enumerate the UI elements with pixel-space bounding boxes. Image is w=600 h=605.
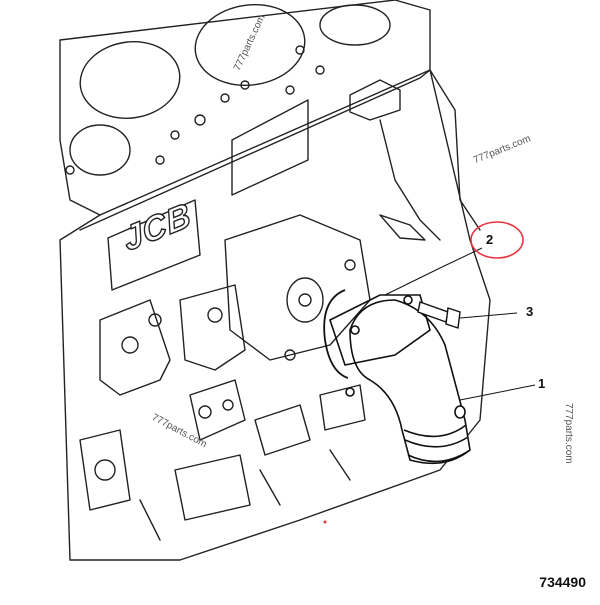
jcb-logo-plate xyxy=(107,199,201,291)
gasket-ring xyxy=(323,289,349,379)
callout-2: 2 xyxy=(486,232,494,247)
outlet-elbow xyxy=(329,294,471,465)
deck-edge xyxy=(79,69,431,231)
callout-3: 3 xyxy=(526,304,534,319)
cylinder-bore-2 xyxy=(194,3,306,87)
block-side-wall xyxy=(59,69,491,561)
leader-line-3 xyxy=(459,312,518,319)
watermark-4: 777parts.com xyxy=(563,403,574,464)
flange-bolt xyxy=(417,301,461,329)
callout-1: 1 xyxy=(538,376,546,391)
leader-line-1 xyxy=(459,384,536,401)
cylinder-bore-3 xyxy=(69,124,131,176)
part-number: 734490 xyxy=(539,574,586,590)
leader-line-2 xyxy=(384,247,483,296)
block-top-deck xyxy=(59,0,431,216)
cylinder-bore-1 xyxy=(79,41,181,119)
highlight-circle xyxy=(470,221,524,259)
